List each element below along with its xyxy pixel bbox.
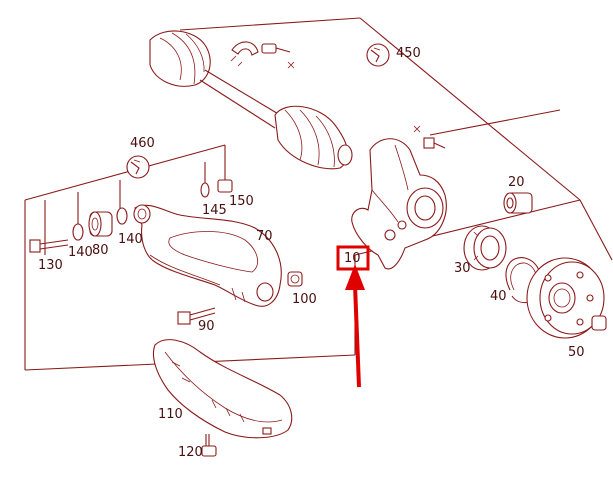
highlight-arrow xyxy=(345,264,365,388)
retaining-clip xyxy=(230,41,259,67)
nut-100 xyxy=(287,271,303,287)
drive-shaft xyxy=(149,30,353,170)
knuckle-bolt xyxy=(413,125,446,149)
highlight-box xyxy=(336,245,370,271)
part-label-40: 40 xyxy=(490,289,507,304)
part-label-50: 50 xyxy=(568,345,585,360)
bolt-130 xyxy=(29,239,69,253)
wheel-bearing xyxy=(463,225,507,271)
part-label-120: 120 xyxy=(178,445,203,460)
part-label-140-right: 140 xyxy=(118,232,143,247)
part-label-150: 150 xyxy=(229,194,254,209)
part-label-450: 450 xyxy=(396,46,421,61)
part-label-70: 70 xyxy=(256,229,273,244)
wrench-icon xyxy=(126,155,150,179)
part-label-20: 20 xyxy=(508,175,525,190)
part-label-110: 110 xyxy=(158,407,183,422)
nut-150 xyxy=(217,179,233,193)
wheel-hub xyxy=(526,257,607,339)
steering-knuckle xyxy=(351,138,447,270)
part-label-30: 30 xyxy=(454,261,471,276)
part-label-90: 90 xyxy=(198,319,215,334)
bolt-120 xyxy=(201,434,217,457)
washer-140-left xyxy=(72,223,84,241)
bushing xyxy=(503,192,533,214)
washer-145 xyxy=(200,182,210,198)
part-label-10: 10 xyxy=(344,251,361,266)
part-label-130: 130 xyxy=(38,258,63,273)
bolt-top xyxy=(261,43,295,69)
part-label-460: 460 xyxy=(130,136,155,151)
washer-140-right xyxy=(116,207,128,225)
part-label-80: 80 xyxy=(92,243,109,258)
part-label-100: 100 xyxy=(292,292,317,307)
control-arm xyxy=(133,204,282,307)
part-label-145: 145 xyxy=(202,203,227,218)
underbody-cover xyxy=(152,339,293,439)
bolt-90 xyxy=(177,307,216,325)
part-label-140-left: 140 xyxy=(68,245,93,260)
rubber-bushing-80 xyxy=(88,211,113,237)
wrench-icon xyxy=(366,43,390,67)
